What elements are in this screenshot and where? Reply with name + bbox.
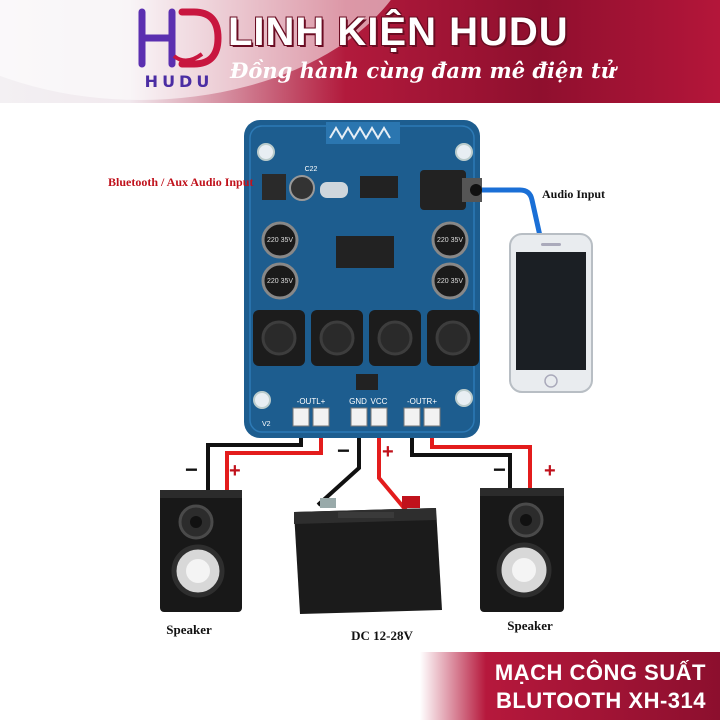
minus-sign: − [337,438,350,463]
capacitor-label: 220 35V [267,278,293,285]
brand-title: LINH KIỆN HUDU [228,10,569,54]
pin-outl-label: -OUTL+ [297,397,326,406]
product-model: BLUTOOTH XH-314 [495,688,706,713]
hudu-logo-icon [138,8,222,68]
pin-gnd-label: GND [349,397,367,406]
bluetooth-input-label: Bluetooth / Aux Audio Input [108,175,253,189]
footer-banner: MẠCH CÔNG SUẤT BLUTOOTH XH-314 [420,652,720,720]
crystal [320,182,348,198]
pin-outr-label: -OUTR+ [407,397,437,406]
header-banner: HUDU LINH KIỆN HUDU Đồng hành cùng đam m… [0,0,720,103]
plus-sign: + [382,441,394,463]
capacitor [261,221,469,300]
battery-icon [294,496,442,614]
smartphone-icon [509,233,593,393]
inductor [253,310,479,366]
capacitor-label: 220 35V [437,278,463,285]
pin-vcc-label: VCC [371,397,388,406]
amplifier-board: -OUTL+ GND VCC -OUTR+ 220 35V 220 35V 22… [244,120,482,438]
audio-jack [420,170,466,210]
bt-chip [360,176,398,198]
minus-sign: − [493,457,506,482]
amp-chip [336,236,394,268]
logo-text: HUDU [144,72,214,91]
capacitor-label: 220 35V [267,237,293,244]
audio-input-label: Audio Input [542,187,605,201]
speaker-left-label: Speaker [166,622,212,637]
plus-sign: + [229,460,241,482]
board-mark: V2 [262,421,271,428]
speaker-icon [160,490,242,612]
minus-sign: − [185,457,198,482]
battery-label: DC 12-28V [351,628,413,643]
capacitor-designator: C22 [305,166,318,173]
plus-sign: + [544,460,556,482]
terminal-block [292,407,441,427]
product-title: MẠCH CÔNG SUẤT [494,660,706,685]
brand-slogan: Đồng hành cùng đam mê điện tử [230,58,616,83]
speaker-right-label: Speaker [507,618,553,633]
capacitor-label: 220 35V [437,237,463,244]
wiring-diagram: -OUTL+ GND VCC -OUTR+ 220 35V 220 35V 22… [108,120,605,643]
speaker-icon [480,488,564,612]
